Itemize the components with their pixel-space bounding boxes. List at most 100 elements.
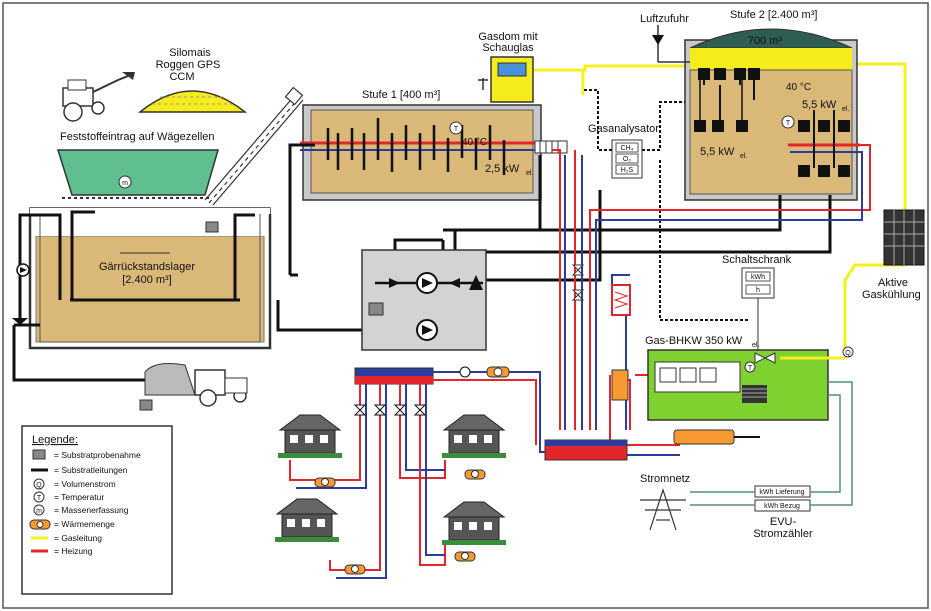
meter-bezug: kWh Bezug: [764, 503, 800, 510]
heat-manifold-bottom: [544, 439, 628, 461]
analyzer-lines: [583, 89, 750, 321]
stage1-agitator-paddles: [326, 118, 506, 175]
stage2-agitator-right: [798, 110, 850, 177]
stage2-title: Stufe 2 [2.400 m³]: [730, 9, 817, 21]
chp-exhaust-cooler: [673, 429, 760, 445]
legend-item-substratprobenahme: = Substratprobenahme: [54, 450, 141, 460]
gas-analyzer-box: CH₄ O₂ H₂S: [611, 139, 643, 179]
label-silomais: Silomais: [169, 47, 211, 59]
solid-feeder: m: [56, 149, 219, 199]
legend-item-waermemenge: = Wärmemenge: [54, 519, 115, 529]
house-3: [275, 498, 339, 542]
chp-label-sub: el.: [752, 342, 759, 349]
label-ccm: CCM: [169, 71, 194, 83]
label-roggen: Roggen GPS: [156, 59, 221, 71]
chp-unit: T: [647, 349, 829, 421]
stage2-agitator-left: [694, 68, 760, 132]
stage2-power-right-sub: el.: [842, 106, 849, 113]
branch-valves: [353, 404, 427, 416]
label-stromnetz: Stromnetz: [640, 473, 690, 485]
analyzer-o2: O₂: [623, 156, 631, 163]
active-gas-cooler: [883, 209, 925, 266]
garrest-label-line1: Gärrückstandslager: [99, 261, 195, 273]
chp-temperature-symbol: T: [748, 365, 753, 372]
legend-q-glyph: Q: [36, 482, 42, 489]
legend-item-substratleitungen: = Substratleitungen: [54, 465, 128, 475]
meter-lieferung: kWh Lieferung: [759, 489, 804, 496]
left-valve-icon: [12, 318, 28, 325]
label-aktive-line1: Aktive: [878, 277, 908, 289]
cabinet-h: h: [756, 287, 760, 294]
pump-sample-icon: [368, 302, 384, 316]
stage2-temperature-icon: [781, 115, 795, 129]
legend-title: Legende:: [32, 434, 78, 446]
chp-heat-exchanger: [611, 369, 629, 401]
label-gasanalysator: Gasanalysator: [588, 123, 659, 135]
power-pylon: [640, 488, 686, 531]
legend-item-gasleitung: = Gasleitung: [54, 533, 102, 543]
mass-symbol: m: [122, 180, 128, 187]
stage2-temperature: 40 °C: [786, 82, 811, 93]
silage-heap: [137, 90, 248, 113]
conveyor-belt: [204, 86, 304, 206]
stage1-title: Stufe 1 [400 m³]: [362, 89, 440, 101]
cabinet-kwh: kWh: [751, 274, 765, 281]
stage1-heat-exchanger: [534, 140, 568, 154]
mass-sensor-icon: [118, 175, 132, 189]
gas-dome: [478, 56, 534, 103]
legend-item-heizung: = Heizung: [54, 546, 93, 556]
flow-q-icon: [33, 478, 45, 490]
analyzer-ch4: CH₄: [621, 145, 634, 152]
sample-bucket-icon: [32, 449, 46, 460]
label-evu-line1: EVU-: [770, 516, 797, 528]
label-evu-line2: Stromzähler: [753, 528, 813, 540]
label-schaltschrank: Schaltschrank: [722, 254, 792, 266]
label-aktive-line2: Gaskühlung: [862, 289, 921, 301]
garrest-label-line2: [2.400 m³]: [122, 274, 172, 286]
chp-flow-symbol: Q: [845, 350, 851, 357]
analyzer-h2s: H₂S: [621, 167, 634, 174]
stage1-temperature: 40 °C: [462, 137, 487, 148]
gasdom-label-line1: Gasdom mit: [478, 31, 537, 43]
stage2-power-left: 5,5 kW: [700, 146, 735, 158]
label-feststoffeintrag: Feststoffeintrag auf Wägezellen: [60, 131, 215, 143]
control-cabinet: kWh h: [741, 267, 775, 350]
legend-item-massenerfassung: = Massenerfassung: [54, 505, 129, 515]
legend-icons: Q T m: [29, 449, 51, 553]
stage1-power: 2,5 kW: [485, 163, 520, 175]
air-supply: [652, 25, 690, 63]
stage2-power-left-sub: el.: [740, 153, 747, 160]
stage1-power-sub: el.: [526, 170, 533, 177]
mass-m-icon: [33, 504, 45, 516]
chp-flow-icon: [842, 346, 854, 358]
gasdom-label-line2: Schauglas: [482, 42, 534, 54]
storage-sample-icon: [205, 221, 219, 233]
legend-item-volumenstrom: = Volumenstrom: [54, 479, 116, 489]
house-4: [442, 501, 506, 545]
pump-station: [361, 249, 487, 351]
tractor-tanker: [139, 363, 248, 411]
digestate-storage-tank: [28, 207, 272, 350]
manifold-heat-meter: [459, 366, 510, 378]
chp-gas-valve-icon: [754, 352, 776, 364]
grid-lines: [690, 381, 853, 506]
stage2-volume: 700 m³: [748, 35, 783, 47]
hydraulic-column: [571, 264, 631, 316]
legend-box: Legende: Q T m = Substratprobenahme = Su…: [21, 425, 173, 595]
stage2-temperature-symbol: T: [786, 120, 791, 127]
temperature-t-icon: [33, 491, 45, 503]
tractor-loader-top: [62, 72, 135, 122]
digester-stage-1: [300, 104, 545, 201]
house-2: [442, 414, 506, 458]
stage1-temperature-icon: [449, 121, 463, 135]
heat-manifold-top: [354, 367, 434, 385]
stage1-temperature-symbol: T: [454, 126, 459, 133]
chp-label: Gas-BHKW 350 kW: [645, 335, 743, 347]
house-1: [278, 414, 342, 458]
stage2-power-right: 5,5 kW: [802, 99, 837, 111]
legend-m-glyph: m: [36, 508, 42, 515]
legend-t-glyph: T: [37, 495, 42, 502]
label-luftzufuhr: Luftzufuhr: [640, 13, 689, 25]
